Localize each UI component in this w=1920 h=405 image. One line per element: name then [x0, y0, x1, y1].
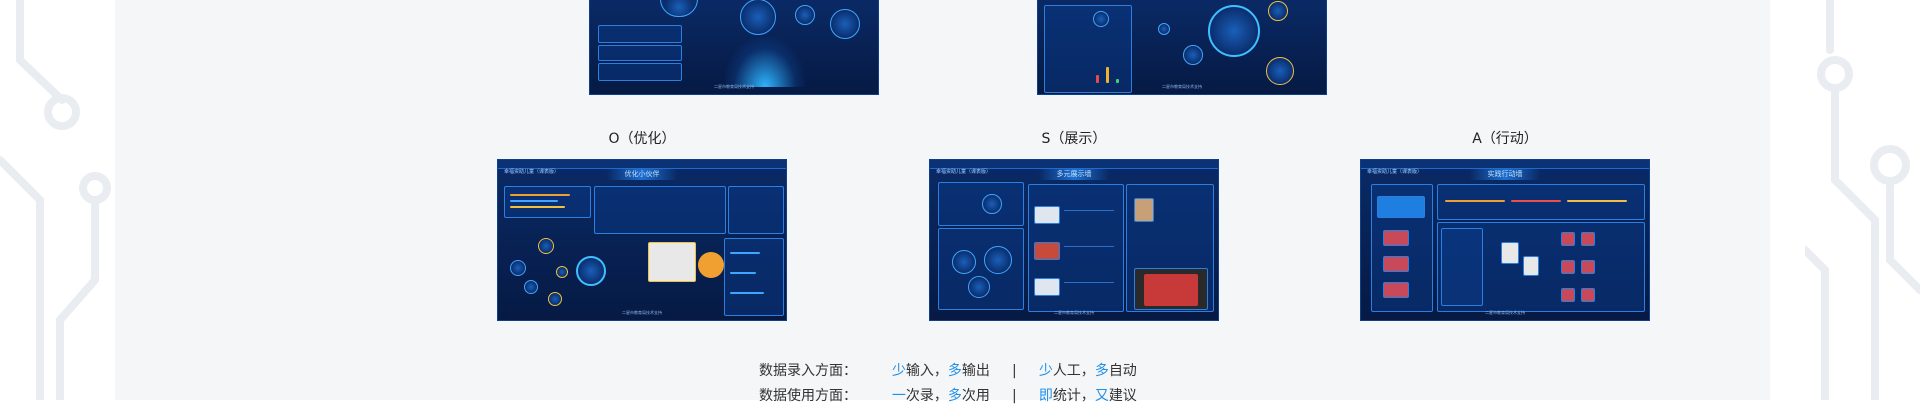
summary-separator: |: [1012, 388, 1017, 404]
summary-separator: |: [1012, 363, 1017, 379]
summary-label: 数据使用方面：: [759, 388, 857, 404]
screenshot-top-left: 二星市教育局技术支持: [589, 0, 879, 95]
screenshot-s-display[interactable]: 幸福资助儿童（课表版） 多元展示墙 二星市教育局技术支持: [929, 159, 1219, 321]
screen-title-o: 优化小伙伴: [606, 168, 678, 180]
content-panel: 二星市教育局技术支持 二星市教育局技术支持 O（优化） 幸福资助儿童（课表版） …: [115, 0, 1770, 404]
summary-row-data-input: 数据录入方面： 少输入，多输出 | 少人工，多自动: [759, 363, 1137, 379]
summary-row-data-usage: 数据使用方面： 一次录，多次用 | 即统计，又建议: [759, 388, 1137, 404]
section-label-s: S（展示）: [1041, 131, 1107, 147]
circuit-decoration-right: [1805, 0, 1920, 400]
summary-label: 数据录入方面：: [759, 363, 857, 379]
section-label-a: A（行动）: [1472, 131, 1538, 147]
screen-title-s: 多元展示墙: [1038, 168, 1110, 180]
section-label-o: O（优化）: [608, 131, 676, 147]
screenshot-a-action[interactable]: 幸福资助儿童（课表版） 实践行动墙 二星市教育局技术支持: [1360, 159, 1650, 321]
screenshot-top-right: 二星市教育局技术支持: [1037, 0, 1327, 95]
screenshot-o-optimize[interactable]: 幸福资助儿童（课表版） 优化小伙伴 二星市教育局技术支持: [497, 159, 787, 321]
circuit-decoration-left: [0, 0, 111, 400]
screen-title-a: 实践行动墙: [1469, 168, 1541, 180]
